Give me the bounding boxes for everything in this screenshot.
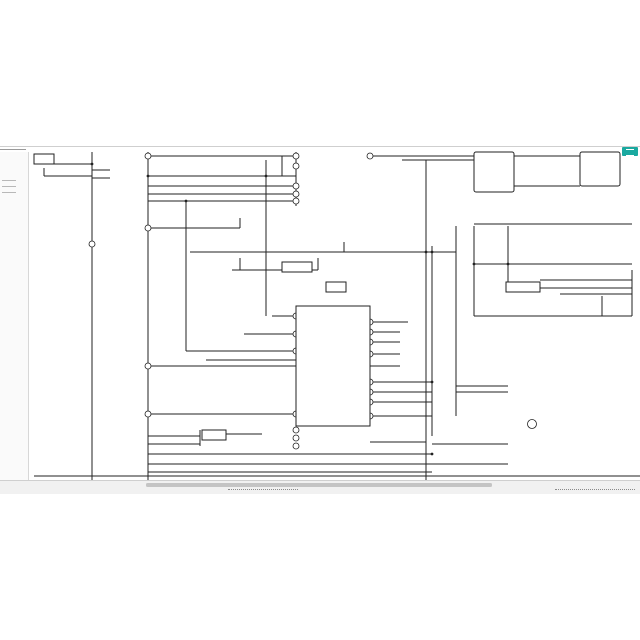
junction-dot xyxy=(506,262,510,266)
toolbar-marker xyxy=(0,149,26,153)
junction-dot xyxy=(184,199,188,203)
pin-marker[interactable] xyxy=(292,182,300,190)
connector-block[interactable] xyxy=(579,151,621,187)
junction-dot xyxy=(146,174,150,178)
junction-dot xyxy=(90,162,94,166)
pin-marker[interactable] xyxy=(144,152,152,160)
regulator-ic[interactable] xyxy=(295,305,371,427)
switch-component[interactable] xyxy=(281,261,313,273)
pin-marker[interactable] xyxy=(292,152,300,160)
toolbar xyxy=(0,146,640,153)
panel-row[interactable] xyxy=(2,180,16,181)
junction-dot xyxy=(424,250,428,254)
pin-marker[interactable] xyxy=(292,434,300,442)
junction-dot xyxy=(264,174,268,178)
menu-button[interactable] xyxy=(622,147,638,156)
pin-marker[interactable] xyxy=(144,362,152,370)
junction-dot xyxy=(430,452,434,456)
junction-dot xyxy=(430,380,434,384)
junction-dot xyxy=(472,262,476,266)
schematic-canvas[interactable] xyxy=(0,146,640,480)
pin-marker[interactable] xyxy=(292,442,300,450)
switch-component[interactable] xyxy=(505,281,541,293)
pin-marker[interactable] xyxy=(144,410,152,418)
connector-block[interactable] xyxy=(473,151,515,193)
pin-marker[interactable] xyxy=(292,426,300,434)
pin-marker[interactable] xyxy=(144,224,152,232)
menu-icon xyxy=(626,149,634,156)
ground-symbol[interactable] xyxy=(527,419,537,429)
status-bar xyxy=(0,480,640,494)
pin-marker[interactable] xyxy=(292,190,300,198)
horizontal-scrollbar[interactable] xyxy=(146,483,492,487)
panel-row[interactable] xyxy=(2,192,16,193)
left-side-panel[interactable] xyxy=(0,152,29,486)
panel-row[interactable] xyxy=(2,186,16,187)
pin-marker[interactable] xyxy=(292,197,300,205)
chip-label-box[interactable] xyxy=(325,281,347,293)
status-info xyxy=(228,489,298,493)
zoom-controls[interactable] xyxy=(555,489,635,493)
junction-dot xyxy=(430,250,434,254)
switch-component[interactable] xyxy=(201,429,227,441)
scrollbar-thumb[interactable] xyxy=(146,483,492,487)
schematic-viewer[interactable] xyxy=(0,146,640,494)
pin-marker[interactable] xyxy=(366,152,374,160)
switch-component[interactable] xyxy=(33,153,55,165)
pin-marker[interactable] xyxy=(88,240,96,248)
pin-marker[interactable] xyxy=(292,162,300,170)
